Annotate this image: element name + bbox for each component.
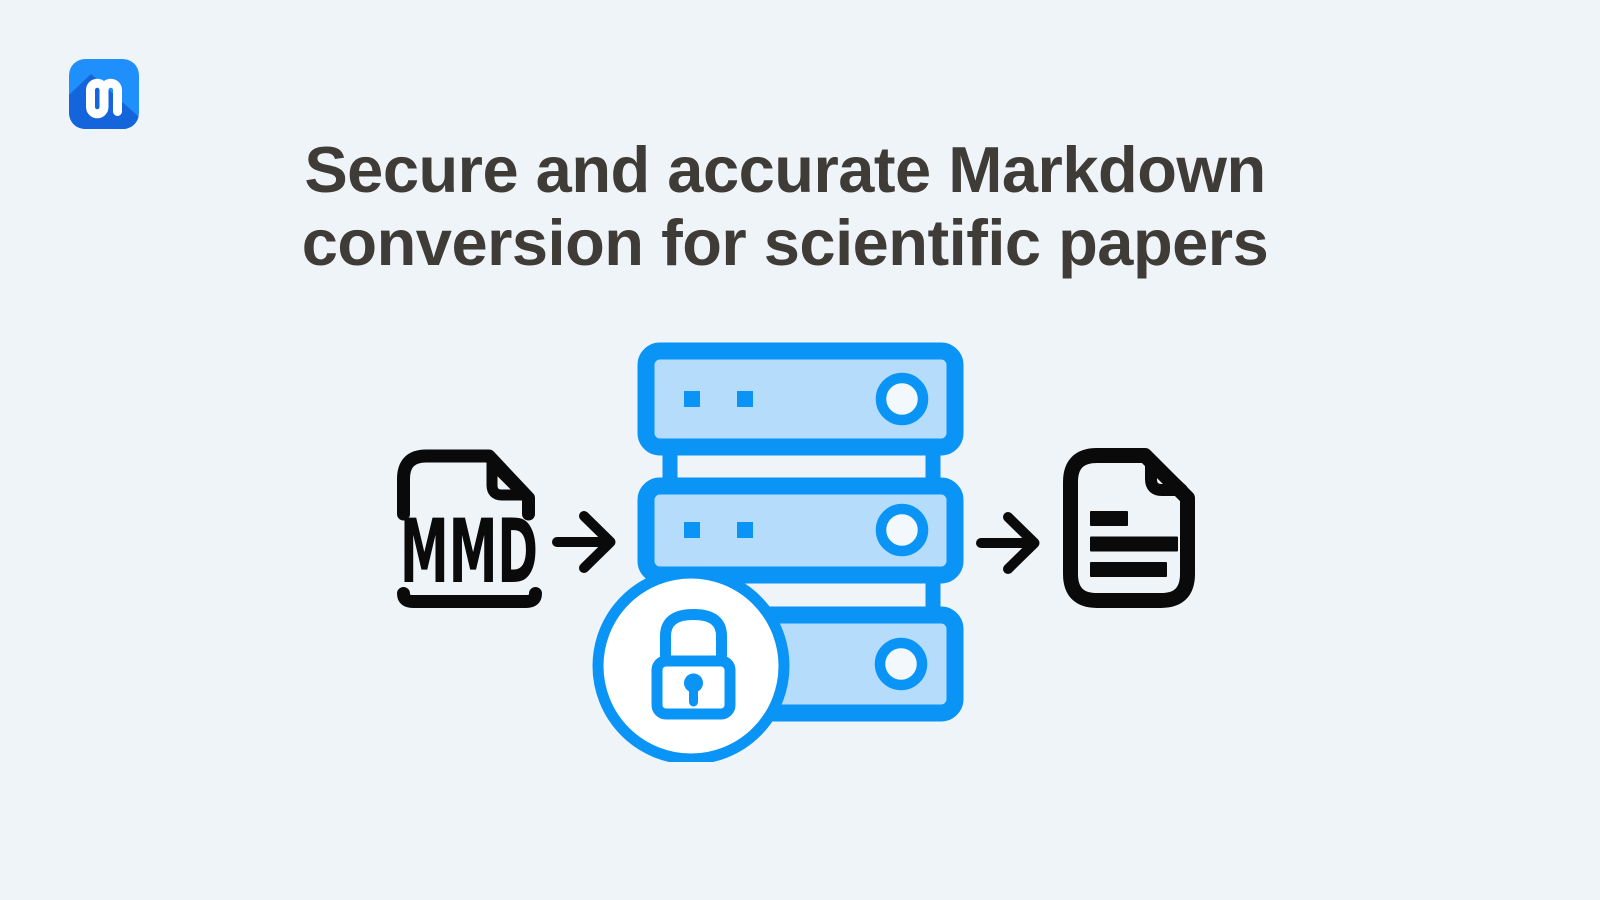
mmd-file-outline-top [397,449,535,521]
server-led-square [684,391,700,407]
server-led-square [737,522,753,538]
document-text-lines [1090,511,1178,577]
server-led-square [684,522,700,538]
document-text-line [1090,562,1167,577]
lock-badge-icon [592,567,790,762]
server-unit [637,342,964,456]
conversion-diagram: MMD [380,330,1200,762]
conversion-diagram-svg: MMD [397,342,1195,762]
app-logo-icon [69,59,139,129]
mmd-file-label: MMD [400,500,538,603]
arrow-right-glyph [976,512,1040,574]
server-led-square [737,391,753,407]
page-title-line-1: Secure and accurate Markdown [304,133,1266,206]
arrow-right-icon-2 [976,512,1040,574]
server-connector-tabs [662,445,941,628]
server-unit [637,477,964,584]
document-outline [1063,448,1195,608]
app-logo [69,59,139,129]
page-title-line-2: conversion for scientific papers [301,206,1269,279]
arrow-right-icon-1 [552,511,616,573]
padlock-shackle [660,608,727,661]
logo-monogram-glyph [86,78,122,119]
server-drive-circle [875,372,929,426]
document-text-line [1090,511,1128,526]
mmd-file-icon: MMD [397,449,542,608]
mmd-file-outline-bottom [397,587,542,608]
server-drive-circle [875,503,929,557]
document-icon [1063,448,1195,608]
mmd-file-fold-corner [486,457,530,501]
arrow-right-glyph [552,511,616,573]
server-drive-circle [874,637,928,691]
page-title: Secure and accurate Markdown conversion … [0,133,1570,279]
document-text-line [1090,536,1178,552]
document-fold-corner [1145,456,1188,496]
